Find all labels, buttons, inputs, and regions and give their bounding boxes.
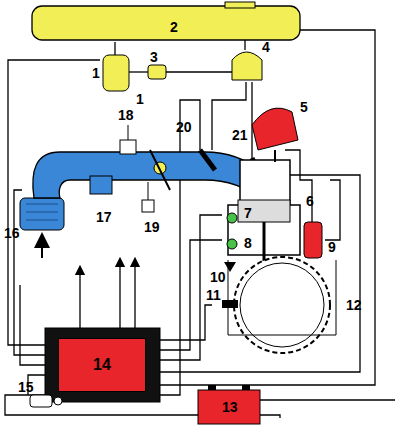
callout-number: 5 bbox=[300, 100, 308, 114]
crankshaft-gear bbox=[228, 257, 336, 353]
callout-number: 21 bbox=[232, 128, 248, 142]
callout-number: 2 bbox=[170, 20, 178, 34]
callout-number: 19 bbox=[144, 220, 160, 234]
callout-number: 18 bbox=[118, 108, 134, 122]
callout-number: 3 bbox=[150, 50, 158, 64]
callout-number: 4 bbox=[262, 40, 270, 54]
callout-number: 7 bbox=[244, 206, 252, 220]
wiring bbox=[5, 30, 395, 418]
callout-number: 1 bbox=[92, 66, 100, 80]
battery bbox=[198, 385, 260, 424]
ignition-switch bbox=[30, 395, 62, 407]
callout-number: 1 bbox=[136, 92, 144, 106]
callout-number: 17 bbox=[96, 210, 112, 224]
air-flow-meter bbox=[120, 125, 136, 154]
crank-sensors bbox=[222, 262, 238, 308]
callout-number: 6 bbox=[306, 194, 314, 208]
ecu-housing bbox=[45, 328, 160, 402]
callout-number: 12 bbox=[346, 298, 362, 312]
ecu-box: 14 bbox=[58, 338, 146, 392]
air-filter bbox=[20, 198, 64, 258]
engine-cylinder bbox=[227, 160, 300, 262]
pressure-regulator bbox=[232, 52, 262, 80]
callout-number: 11 bbox=[206, 288, 221, 302]
callout-number: 20 bbox=[176, 120, 192, 134]
callout-number: 9 bbox=[328, 240, 336, 254]
throttle-sensor bbox=[142, 182, 154, 212]
fuel-pump bbox=[103, 55, 129, 91]
fuel-tank bbox=[32, 2, 300, 40]
callout-number: 8 bbox=[244, 236, 252, 250]
callout-number: 10 bbox=[210, 270, 226, 284]
callout-number: 16 bbox=[4, 226, 20, 240]
callout-number: 14 bbox=[93, 356, 111, 374]
distributor bbox=[252, 108, 298, 162]
ignition-coil bbox=[304, 222, 322, 258]
intake-manifold bbox=[33, 150, 262, 200]
callout-number: 15 bbox=[18, 380, 34, 394]
callout-number: 13 bbox=[222, 400, 238, 414]
fuel-filter bbox=[148, 65, 166, 79]
